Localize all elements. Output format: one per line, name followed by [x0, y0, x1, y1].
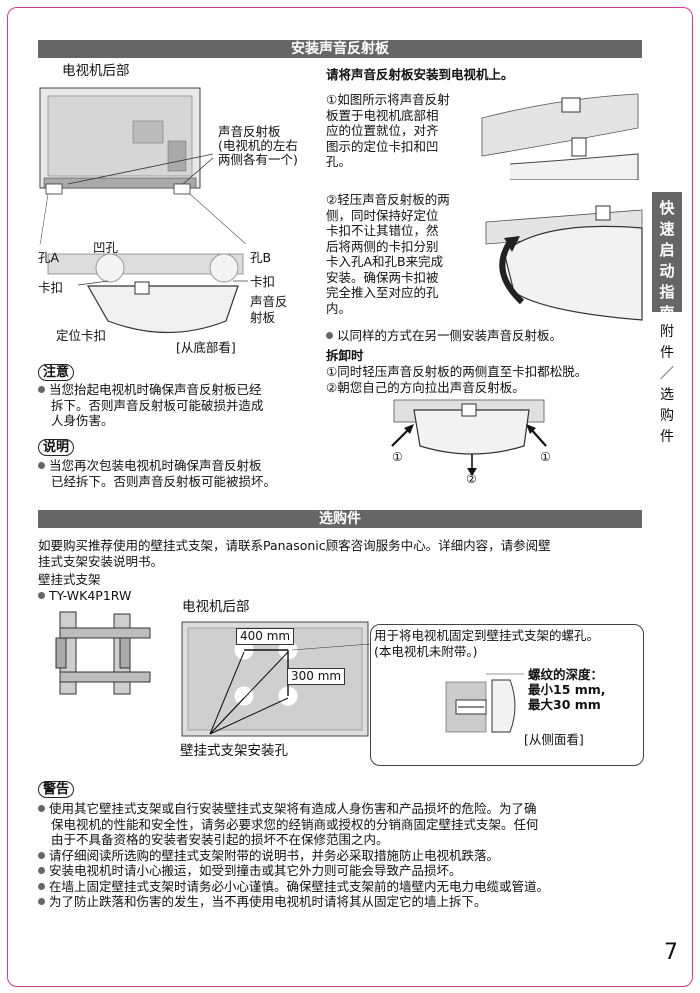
label-clip-left: 卡扣	[38, 280, 64, 295]
label-locator: 定位卡扣	[56, 328, 107, 343]
step1-text: ①如图所示将声音反射板置于电视机底部相 应的位置就位，对齐图示的定位卡扣和凹 孔…	[326, 92, 450, 169]
reflector-callout: 声音反射板 (电视机的左右 两侧各有一个)	[218, 124, 298, 167]
label-reflector: 声音反 射板	[250, 294, 288, 325]
other-side-note: 以同样的方式在另一侧安装声音反射板。	[326, 328, 562, 344]
label-hole-b: 孔B	[250, 250, 272, 265]
step1-diagram	[481, 93, 639, 180]
tv-back-diagram	[39, 87, 249, 336]
install-heading: 请将声音反射板安装到电视机上。	[326, 67, 514, 82]
holes-label: 壁挂式支架安装孔	[180, 743, 288, 759]
dim-400: 400 mm	[236, 628, 295, 645]
warning-label: 警告	[38, 781, 75, 798]
removal-mark-left: ①	[392, 450, 403, 464]
note-label: 说明	[38, 439, 75, 456]
removal-steps: ①同时轻压声音反射板的两侧直至卡扣都松脱。 ②朝您自己的方向拉出声音反射板。	[326, 364, 588, 395]
warning-list: 使用其它壁挂式支架或自行安装壁挂式支架将有造成人身伤害和产品损坏的危险。为了确 …	[38, 801, 549, 910]
tv-back-label: 电视机后部	[62, 63, 130, 79]
bracket-model: TY-WK4P1RW	[38, 588, 131, 604]
section-title-sound-reflector: 安装声音反射板	[38, 40, 642, 58]
bracket-label: 壁挂式支架	[38, 572, 101, 587]
thread-depth: 螺纹的深度： 最小15 mm, 最大30 mm	[528, 667, 606, 712]
caution-text: 当您抬起电视机时确保声音反射板已经 拆下。否则声音反射板可能破损并造成 人身伤害…	[38, 382, 264, 429]
label-clip-right: 卡扣	[250, 274, 276, 289]
note-text: 当您再次包装电视机时确保声音反射板 已经拆下。否则声音反射板可能被损坏。	[38, 458, 276, 489]
sidebar-subsection: 附件 ／选 购件	[660, 324, 674, 445]
wall-bracket-illustration	[55, 611, 151, 695]
optional-intro: 如要购买推荐使用的壁挂式支架，请联系Panasonic顾客咨询服务中心。详细内容…	[38, 538, 551, 569]
step2-text: ②轻压声音反射板的两侧，同时保持好定位 卡扣不让其错位，然后将两侧的卡扣分别 卡…	[326, 192, 450, 316]
label-hole-a: 孔A	[38, 250, 60, 265]
removal-mark-bottom: ②	[466, 472, 477, 486]
dim-300: 300 mm	[287, 668, 346, 685]
page-number: 7	[664, 940, 678, 965]
label-recess: 凹孔	[93, 240, 119, 255]
screw-note: 用于将电视机固定到壁挂式支架的螺孔。 (本电视机未附带。)	[374, 628, 600, 659]
section-title-optional: 选购件	[38, 510, 642, 528]
screw-side-diagram	[445, 673, 524, 733]
sidebar-tab-quick-start: 快速 启动 指南	[652, 192, 682, 322]
label-from-bottom: [从底部看]	[176, 340, 236, 355]
caution-label: 注意	[38, 364, 75, 381]
tv-back-label-2: 电视机后部	[182, 599, 250, 615]
removal-heading: 拆卸时	[326, 348, 364, 363]
side-view-label: [从侧面看]	[524, 732, 584, 747]
page-frame	[7, 7, 693, 987]
step2-diagram	[485, 205, 643, 321]
removal-diagram	[391, 399, 547, 476]
screw-detail-box	[370, 624, 644, 766]
removal-mark-right: ①	[540, 450, 551, 464]
